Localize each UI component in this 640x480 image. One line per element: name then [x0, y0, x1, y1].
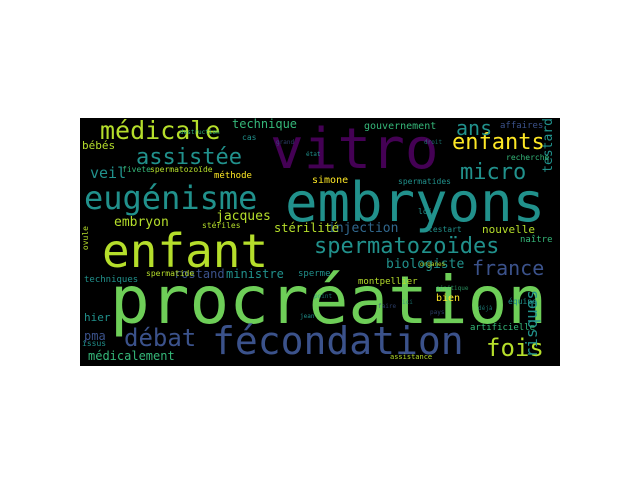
word-equipe: équipe	[508, 297, 537, 306]
word-sterilite: stérilité	[274, 221, 340, 235]
word-spermatozoides: spermatozoïdes	[314, 234, 500, 259]
word-sperme: sperme	[298, 269, 331, 279]
word-hier: hier	[84, 311, 111, 324]
word-jacques: jacques	[216, 209, 271, 224]
word-ministre: ministre	[226, 267, 284, 281]
word-medicale: médicale	[100, 118, 221, 145]
word-faire: faire	[378, 303, 397, 310]
word-injection: injection	[328, 221, 399, 236]
word-gouvernement: gouvernement	[364, 121, 437, 132]
word-spermatozoide: spermatozoïde	[150, 165, 213, 174]
word-assistance: assistance	[390, 353, 433, 361]
word-enfant: enfant	[102, 224, 269, 278]
word-cas: cas	[242, 133, 257, 142]
word-rostand: rostand	[174, 267, 225, 281]
word-naitre: naître	[520, 235, 553, 245]
word-destruction: destruction	[180, 129, 220, 136]
word-veil: veil	[90, 164, 127, 182]
word-medicalement: médicalement	[88, 349, 175, 363]
word-testard: testard	[541, 118, 556, 173]
word-pma: pma	[84, 329, 106, 343]
word-organes: organes	[420, 261, 446, 268]
word-recherche: recherche	[506, 153, 550, 162]
word-fecondation: fécondation	[212, 319, 464, 363]
word-enfants: enfants	[452, 130, 545, 155]
word-grand: grand	[276, 139, 295, 146]
word-spermatides: spermatides	[398, 177, 451, 186]
word-technique: technique	[232, 118, 298, 131]
word-embryon: embryon	[114, 215, 169, 230]
word-procreation: procréation	[110, 262, 548, 339]
word-france: france	[472, 256, 545, 280]
word-ici: ici	[402, 299, 413, 306]
word-micro: micro	[460, 160, 527, 185]
word-cloud: procréation enfant embryons vitro fécond…	[80, 118, 560, 366]
word-bebes: bébés	[82, 139, 116, 152]
word-affaires: affaires	[500, 121, 544, 131]
word-debat: débat	[124, 324, 197, 352]
word-montpellier: montpellier	[358, 277, 418, 287]
word-droit: droit	[424, 139, 443, 146]
word-assistee: assistée	[136, 145, 242, 170]
word-artificielle: artificielle	[470, 323, 536, 333]
word-loi: loi	[418, 207, 433, 216]
word-techniques: techniques	[84, 275, 139, 285]
word-ans: ans	[456, 118, 493, 140]
word-fivete: fivete	[122, 165, 151, 174]
word-ovule: ovule	[81, 226, 90, 251]
word-nouvelle: nouvelle	[482, 223, 535, 236]
word-point: point	[314, 293, 333, 300]
word-testart: testart	[428, 225, 462, 234]
word-embryons: embryons	[285, 171, 546, 234]
word-steriles: stériles	[202, 221, 241, 230]
word-spermatide: spermatide	[146, 269, 195, 278]
word-vitro: vitro	[270, 118, 439, 182]
word-eugenisme: eugénisme	[84, 179, 258, 217]
word-issus: issus	[82, 339, 107, 348]
word-pays: pays	[430, 309, 445, 316]
word-biologiste: biologiste	[386, 257, 465, 272]
word-fois: fois	[486, 334, 544, 362]
word-methode: méthode	[214, 171, 252, 181]
word-bien: bien	[436, 293, 461, 304]
word-deja: déjà	[478, 305, 493, 312]
word-genetique: génétique	[436, 285, 469, 292]
word-etat: état	[306, 151, 321, 158]
word-simone: simone	[312, 175, 349, 186]
word-jean: jean	[300, 313, 315, 320]
